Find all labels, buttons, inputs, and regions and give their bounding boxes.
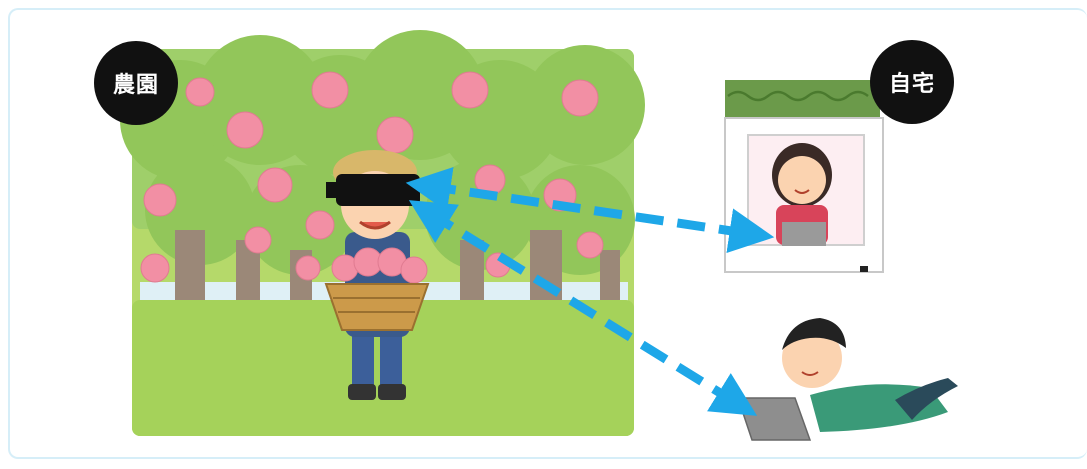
farm-label-badge: 農園 (94, 41, 178, 125)
woman-laptop-icon (772, 143, 832, 246)
home-label-badge: 自宅 (870, 40, 954, 124)
boy-laptop-icon (738, 318, 958, 440)
